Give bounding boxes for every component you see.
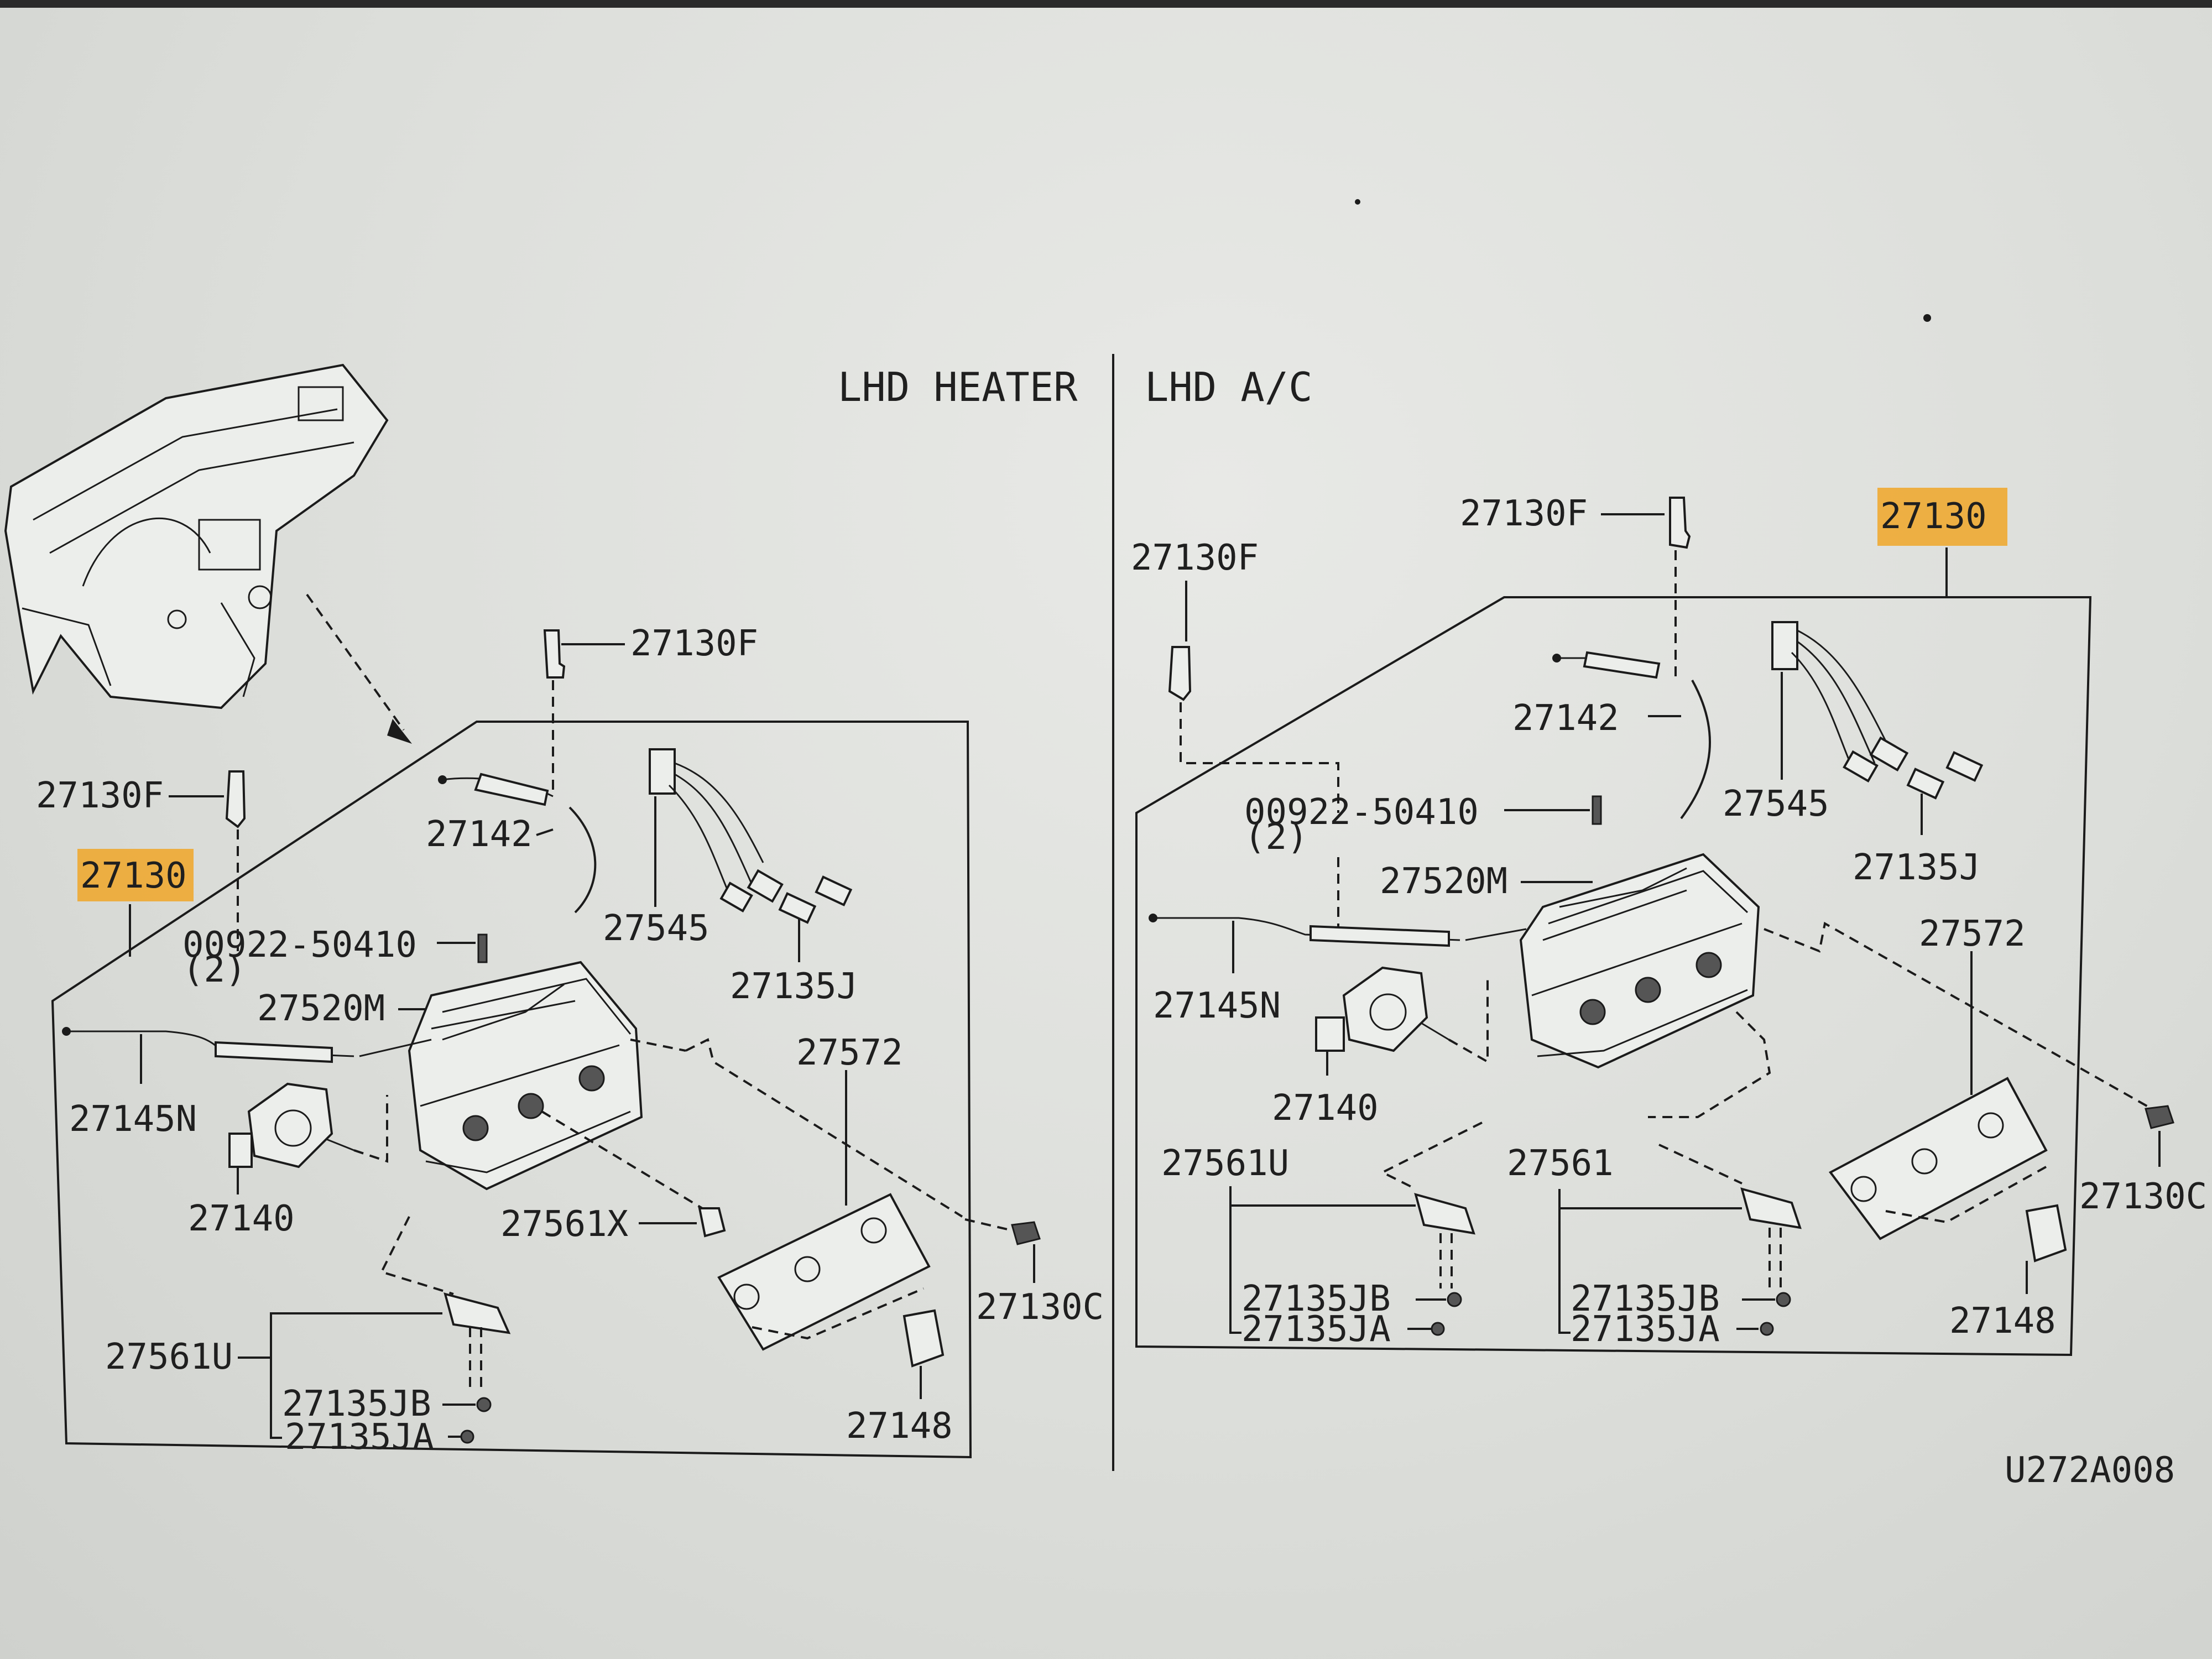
- ac-clip-27130F-left-icon: [1168, 646, 1192, 701]
- ac-switch-27561-icon: [1740, 1187, 1802, 1229]
- heater-label-00922-qty: (2): [182, 950, 247, 990]
- heater-label-27130F-b: 27130F: [36, 775, 164, 816]
- ac-cable-27145N-icon: [1310, 925, 1450, 947]
- cable-sleeve-icon: [474, 773, 549, 806]
- ac-label-27135JA-a: 27135JA: [1241, 1309, 1391, 1350]
- ac-label-00922-qty: (2): [1244, 817, 1308, 858]
- ac-connector-27545-icon: [1771, 621, 1798, 670]
- bulb-27135JA-icon: [460, 1430, 474, 1444]
- dashboard-illustration: [4, 363, 389, 709]
- stray-dot: [1923, 314, 1931, 322]
- diagram-code: U272A008: [2005, 1450, 2175, 1491]
- ac-label-00922-50410: 00922-50410: [1244, 792, 1479, 833]
- ac-frame: [1135, 596, 2092, 1357]
- heater-frame: [51, 721, 972, 1459]
- heater-label-27140: 27140: [188, 1198, 295, 1239]
- clip-27130F-icon: [543, 629, 566, 679]
- ac-section: 27130 27130F 27130F 27142 27545 27135J: [1131, 488, 2207, 1357]
- heater-section: 27130 27130F 27130F 27142 27545 27135J: [36, 623, 1104, 1459]
- heater-label-27520M: 27520M: [257, 988, 385, 1029]
- heater-label-27130F-a: 27130F: [630, 623, 758, 664]
- heater-label-00922-50410: 00922-50410: [182, 925, 417, 966]
- ac-label-27545: 27545: [1723, 784, 1829, 825]
- ac-label-27140: 27140: [1272, 1088, 1379, 1129]
- panel-27572-icon: [717, 1193, 931, 1351]
- ac-bulb-27135JB-a-icon: [1447, 1292, 1462, 1307]
- knob-27148-icon: [902, 1309, 945, 1368]
- screw-27130C-icon: [1011, 1221, 1041, 1245]
- dashboard-pointer: [306, 593, 405, 731]
- heater-label-27135JB: 27135JB: [282, 1384, 431, 1425]
- heater-label-27145N: 27145N: [69, 1099, 197, 1140]
- heater-label-27572: 27572: [796, 1032, 903, 1073]
- ac-label-27142: 27142: [1512, 698, 1619, 739]
- title-lhd-ac: LHD A/C: [1145, 364, 1312, 410]
- ac-clip-27130F-icon: [1669, 497, 1691, 549]
- ac-bulb-27135J-icon: [1906, 768, 1945, 800]
- cable-27145N-icon: [215, 1041, 333, 1063]
- ac-label-27135J: 27135J: [1853, 847, 1980, 888]
- ac-label-27135JB-a: 27135JB: [1241, 1279, 1391, 1319]
- switch-27561U-icon: [444, 1292, 511, 1334]
- bulb-27135J-icon: [778, 892, 817, 924]
- heater-label-27130C: 27130C: [976, 1287, 1104, 1328]
- ac-label-27130F-b: 27130F: [1131, 538, 1259, 578]
- ac-label-27130C: 27130C: [2079, 1176, 2207, 1217]
- ac-label-27135JB-b: 27135JB: [1571, 1279, 1720, 1319]
- control-unit-27520M-icon: [408, 961, 643, 1191]
- heater-label-27135JA: 27135JA: [285, 1417, 434, 1458]
- heater-27130-highlight: [77, 849, 194, 901]
- ac-cable-sleeve-icon: [1583, 651, 1661, 679]
- ac-control-unit-27520M-icon: [1519, 853, 1760, 1069]
- ac-label-27145N: 27145N: [1153, 985, 1281, 1026]
- monitor-edge: [0, 0, 2212, 8]
- heater-label-27545: 27545: [603, 908, 709, 949]
- ac-label-27130F-a: 27130F: [1460, 493, 1588, 534]
- ac-label-27130: 27130: [1880, 496, 1987, 537]
- ac-screw-27130C-icon: [2145, 1105, 2174, 1129]
- heater-label-27135J: 27135J: [730, 966, 858, 1007]
- knob-27561X-icon: [698, 1207, 726, 1238]
- heater-label-27148: 27148: [846, 1406, 953, 1447]
- clip-27130F-left-icon: [225, 770, 246, 828]
- heater-label-27561U: 27561U: [105, 1337, 233, 1378]
- ac-bulb-27135JA-b-icon: [1760, 1322, 1774, 1336]
- bulb-27135JB-icon: [476, 1397, 492, 1412]
- ac-screw-00922-icon: [1592, 795, 1602, 825]
- motor-27140-icon: [228, 1082, 354, 1168]
- ac-27130-highlight: [1877, 488, 2007, 546]
- ac-bulb-27135JB-b-icon: [1776, 1292, 1791, 1307]
- ac-label-27561U: 27561U: [1161, 1143, 1289, 1184]
- heater-label-27142: 27142: [426, 814, 533, 855]
- arrow-head-icon: [387, 719, 412, 744]
- screw-00922-icon: [477, 933, 488, 963]
- ac-label-27135JA-b: 27135JA: [1571, 1309, 1720, 1350]
- title-lhd-heater: LHD HEATER: [838, 364, 1078, 410]
- stray-dot-2: [1355, 199, 1360, 205]
- ac-motor-27140-icon: [1315, 966, 1449, 1052]
- ac-bulb-27135JA-a-icon: [1431, 1322, 1445, 1336]
- ac-label-27572: 27572: [1919, 914, 2026, 954]
- heater-label-27561X: 27561X: [500, 1204, 628, 1245]
- ac-label-27148: 27148: [1949, 1301, 2056, 1342]
- ac-label-27520M: 27520M: [1380, 861, 1507, 902]
- ac-label-27561: 27561: [1507, 1143, 1614, 1184]
- ac-switch-27561U-icon: [1414, 1193, 1475, 1235]
- heater-label-27130: 27130: [80, 855, 187, 896]
- ac-panel-27572-icon: [1828, 1077, 2048, 1240]
- ac-knob-27148-icon: [2025, 1204, 2067, 1262]
